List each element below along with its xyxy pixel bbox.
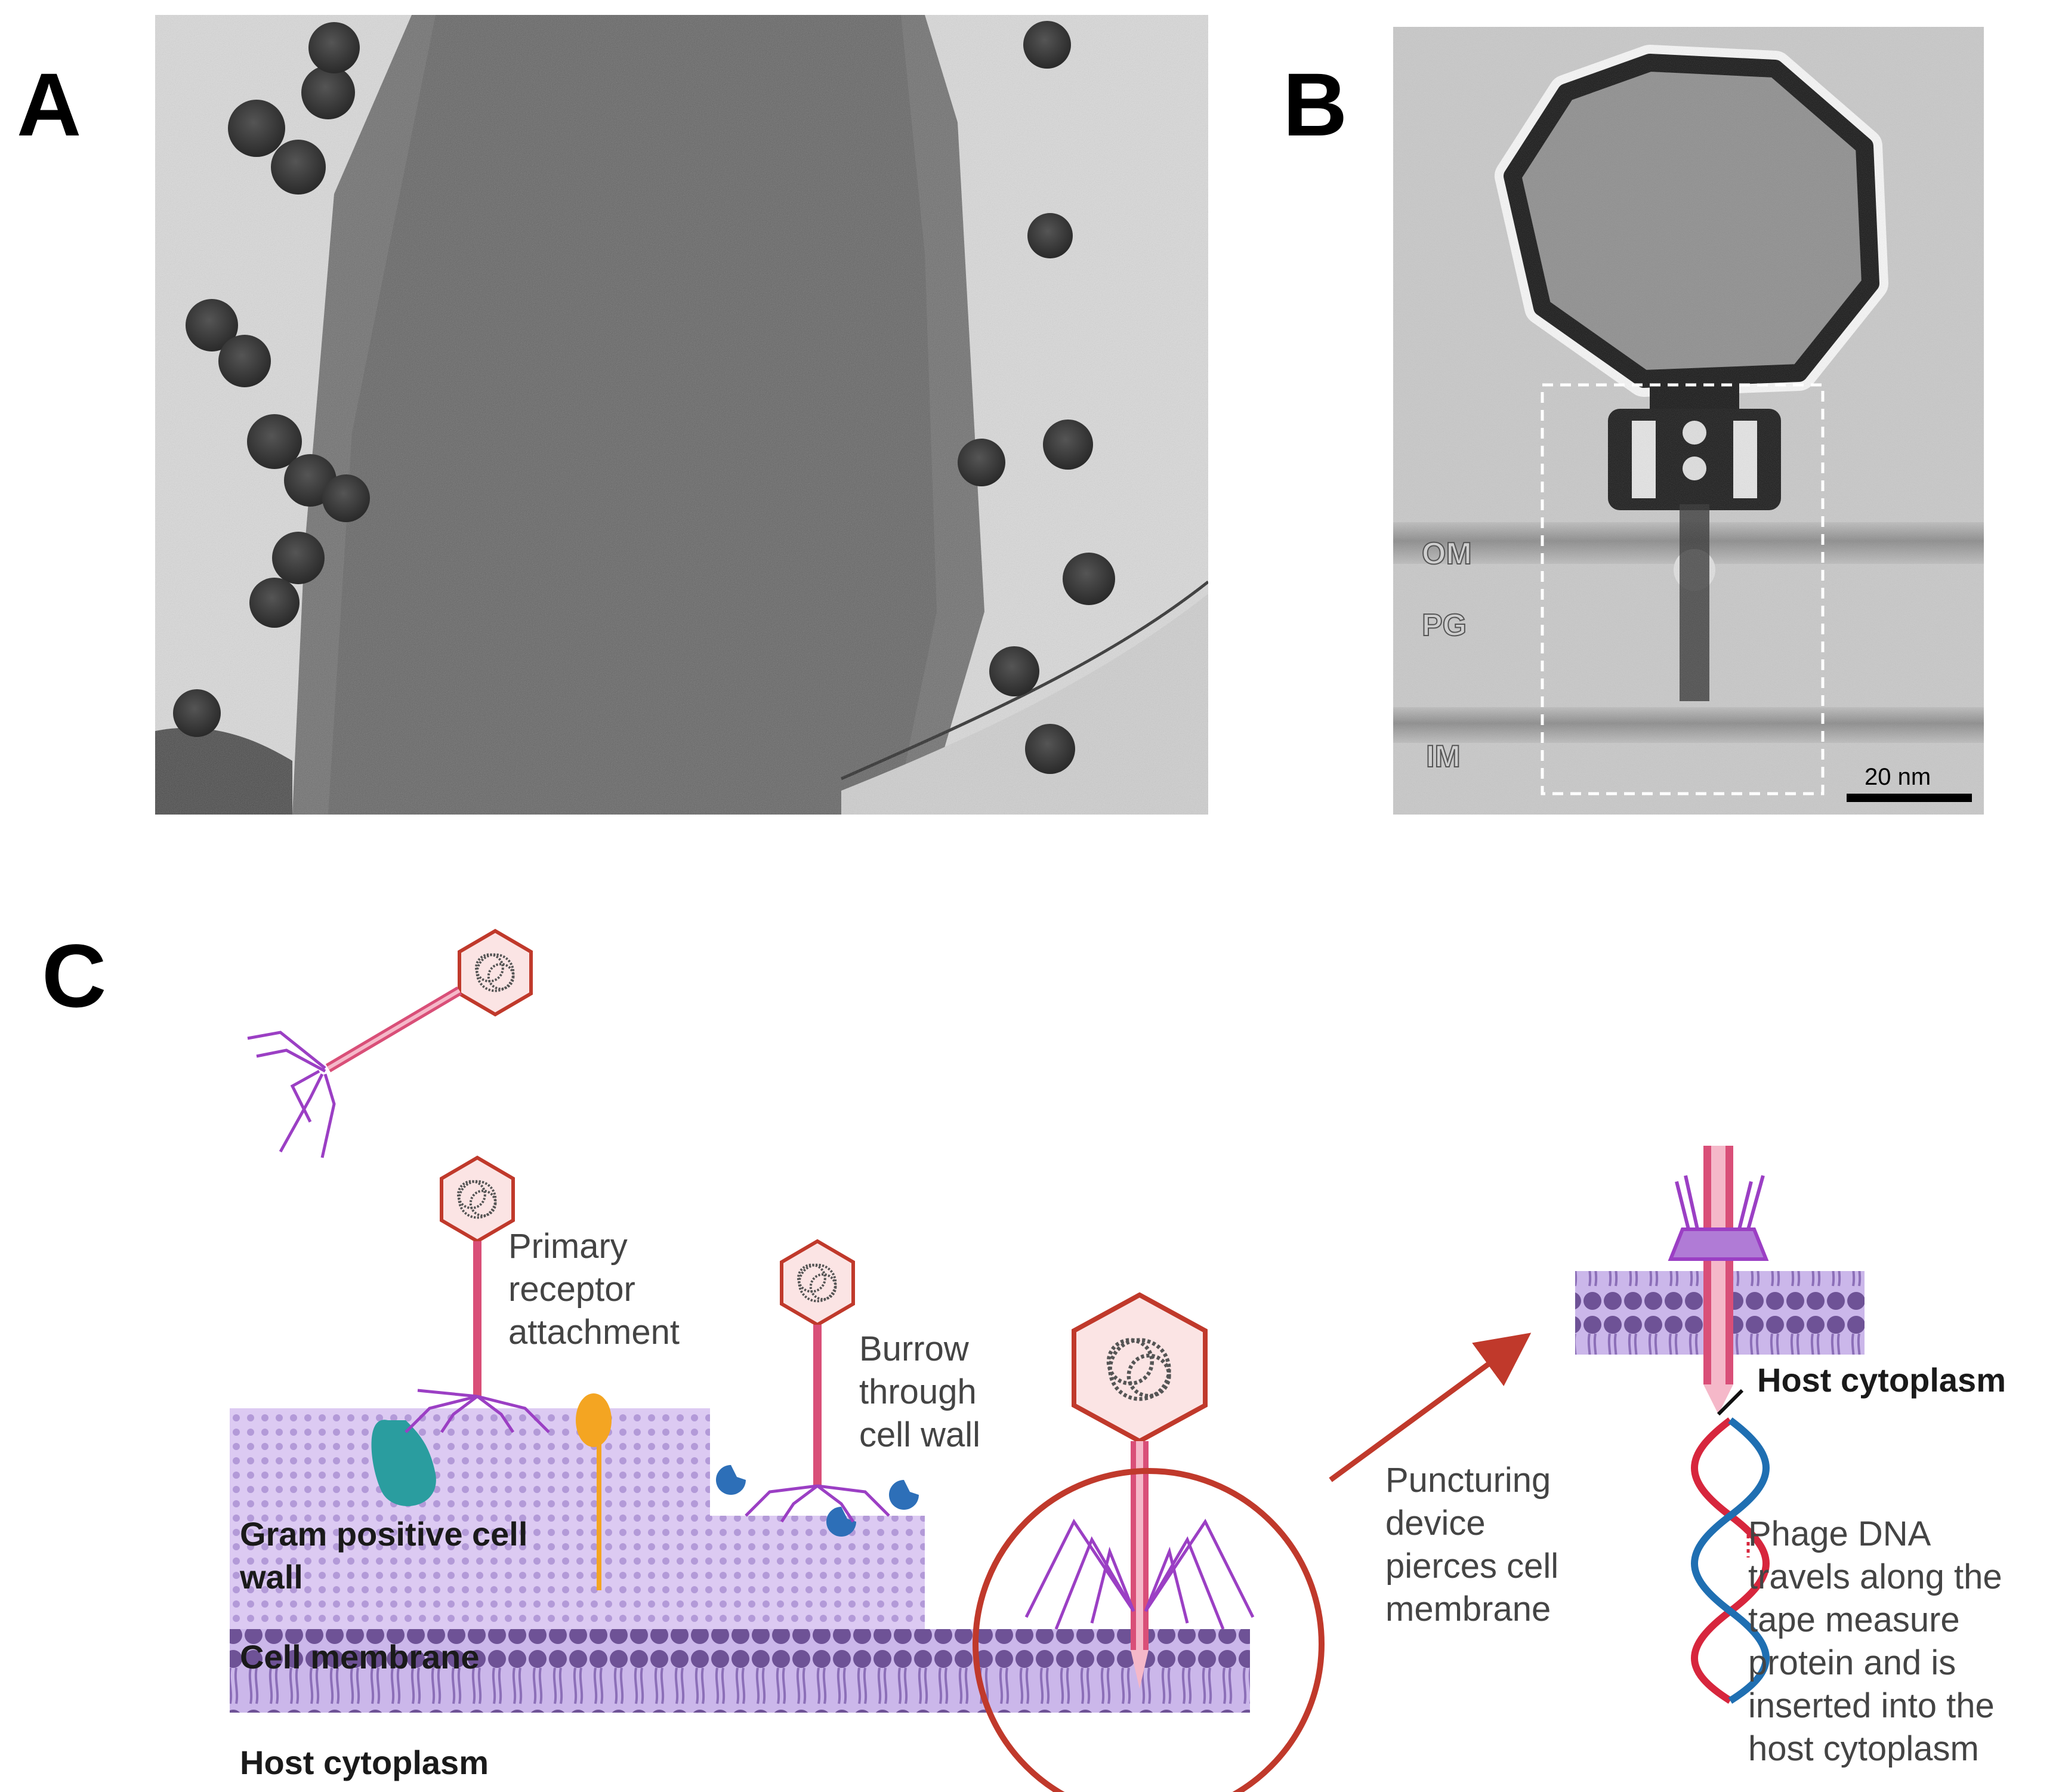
label-host-cytoplasm-right: Host cytoplasm (1757, 1361, 2006, 1399)
free-phage (247, 929, 533, 1158)
panel-b-tomogram: OM PG IM 20 nm (1393, 27, 1984, 815)
label-primary-1: Primary (508, 1227, 628, 1266)
label-puncturing-4: membrane (1385, 1590, 1551, 1628)
cell-wall-lower (710, 1516, 925, 1593)
inset-dashed-box (1541, 383, 1825, 795)
label-cell-wall-1: Gram positive cell (240, 1515, 527, 1553)
dna-strand-red (1691, 1417, 1770, 1704)
label-cell-membrane: Cell membrane (240, 1638, 480, 1676)
label-dna-3: tape measure (1748, 1600, 1960, 1639)
label-puncturing-2: device (1385, 1504, 1486, 1543)
panel-letter-a: A (17, 54, 82, 155)
label-host-cytoplasm-left: Host cytoplasm (240, 1744, 489, 1781)
label-burrow-2: through (859, 1372, 977, 1411)
label-burrow-1: Burrow (859, 1330, 970, 1368)
phage-primary-attachment (405, 1155, 550, 1433)
label-im: IM (1426, 739, 1461, 774)
label-dna-2: travels along the (1748, 1557, 2002, 1596)
label-om: OM (1422, 536, 1472, 571)
label-dna-4: protein and is (1748, 1643, 1956, 1682)
label-puncturing-1: Puncturing (1385, 1461, 1551, 1500)
panel-c-diagram: Primary receptor attachment Burrow throu… (230, 929, 2006, 1792)
cell-wall-upper (230, 1408, 710, 1593)
scale-bar-label: 20 nm (1865, 764, 1931, 790)
teal-receptor (371, 1420, 436, 1506)
zoom-arrow (1329, 1333, 1532, 1482)
orange-receptor (576, 1393, 612, 1447)
label-dna-1: Phage DNA (1748, 1515, 1931, 1553)
cell-membrane (230, 1629, 1250, 1713)
panel-letter-b: B (1283, 54, 1348, 155)
phage-burrowing (745, 1239, 890, 1523)
label-primary-3: attachment (508, 1313, 680, 1352)
label-puncturing-3: pierces cell (1385, 1547, 1558, 1586)
dna-strand-blue (1691, 1417, 1770, 1704)
panel-a-micrograph (155, 15, 1208, 815)
panel-letter-c: C (42, 926, 107, 1026)
highlight-circle (973, 1468, 1325, 1792)
label-dna-6: host cytoplasm (1748, 1729, 1979, 1768)
label-pg: PG (1422, 608, 1467, 643)
scale-bar (1847, 794, 1972, 802)
label-burrow-3: cell wall (859, 1415, 980, 1454)
label-cell-wall-2: wall (239, 1558, 303, 1596)
phage-puncturing (1024, 1292, 1255, 1689)
zoomed-puncture-inset (1575, 1146, 1865, 1704)
label-dna-5: inserted into the (1748, 1686, 1995, 1725)
phage-particles (173, 21, 1115, 774)
blue-receptors (716, 1465, 919, 1537)
label-primary-2: receptor (508, 1270, 635, 1309)
